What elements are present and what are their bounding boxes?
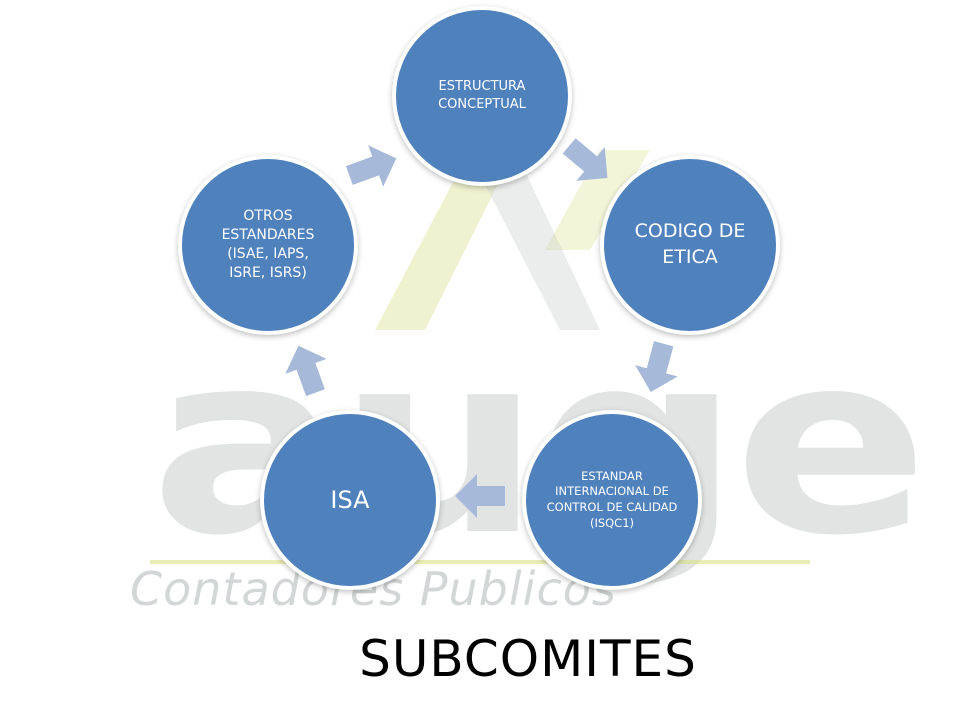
page-title: SUBCOMITES <box>359 630 697 688</box>
node-label: ESTRUCTURA CONCEPTUAL <box>438 79 526 112</box>
node-estructura-conceptual: ESTRUCTURA CONCEPTUAL <box>392 6 572 186</box>
node-isqc1: ESTANDAR INTERNACIONAL DE CONTROL DE CAL… <box>522 410 702 590</box>
node-otros-estandares: OTROS ESTANDARES (ISAE, IAPS, ISRE, ISRS… <box>178 155 358 335</box>
node-label: ISA <box>330 485 370 514</box>
node-label: ESTANDAR INTERNACIONAL DE CONTROL DE CAL… <box>546 468 678 530</box>
node-label: OTROS ESTANDARES (ISAE, IAPS, ISRE, ISRS… <box>221 208 315 281</box>
watermark-divider <box>150 560 810 564</box>
node-label: CODIGO DE ETICA <box>634 220 746 268</box>
node-codigo-de-etica: CODIGO DE ETICA <box>600 155 780 335</box>
node-isa: ISA <box>260 410 440 590</box>
